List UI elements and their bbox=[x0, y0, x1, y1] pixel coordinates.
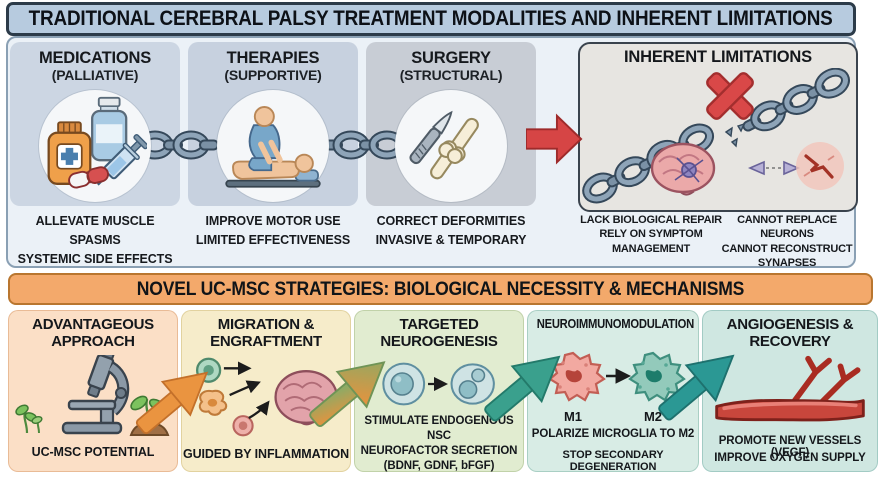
therapies-caption-line: IMPROVE MOTOR USE bbox=[205, 214, 341, 228]
teal-flow-arrow-icon bbox=[658, 354, 735, 421]
strategy-caption: GUIDED BY INFLAMMATION bbox=[182, 447, 350, 461]
microscope-icon bbox=[15, 355, 170, 436]
brain-icon bbox=[650, 142, 716, 196]
medications-caption-line: ALLEVATE MUSCLE SPASMS bbox=[35, 214, 155, 247]
synapse-gap-icon bbox=[747, 160, 801, 176]
nsc-cells-icon bbox=[382, 362, 495, 406]
surgery-panel: SURGERY (STRUCTURAL) bbox=[366, 42, 536, 206]
strategy-title: ADVANTAGEOUS APPROACH bbox=[32, 316, 154, 350]
teal-flow-arrow-icon bbox=[484, 355, 561, 422]
limitations-caption-left: LACK BIOLOGICAL REPAIR RELY ON SYMPTOM M… bbox=[580, 213, 722, 256]
inherent-limitations-panel: INHERENT LIMITATIONS bbox=[578, 42, 858, 212]
therapy-icon bbox=[217, 90, 329, 202]
medications-subtitle: (PALLIATIVE) bbox=[51, 67, 139, 84]
medications-title: MEDICATIONS bbox=[38, 49, 152, 67]
m1-label: M1 bbox=[563, 409, 583, 424]
strategy-caption-line: NEUROFACTOR SECRETION bbox=[360, 444, 518, 457]
strategy-caption: IMPROVE OXYGEN SUPPLY bbox=[714, 452, 866, 464]
limitations-caption-line: LACK BIOLOGICAL REPAIR bbox=[580, 214, 722, 226]
limitations-caption-line: RELY ON SYMPTOM MANAGEMENT bbox=[599, 228, 703, 255]
top-section-title-text: TRADITIONAL CEREBRAL PALSY TREATMENT MOD… bbox=[29, 7, 833, 30]
blood-vessel-icon bbox=[715, 355, 865, 422]
surgery-caption-line: CORRECT DEFORMITIES bbox=[376, 214, 526, 228]
surgery-subtitle: (STRUCTURAL) bbox=[399, 67, 503, 84]
angiogenesis-recovery-panel: ANGIOGENESIS & RECOVERY PROMOTE NEW VESS… bbox=[702, 310, 878, 472]
strategy-title: MIGRATION & ENGRAFTMENT bbox=[210, 316, 322, 350]
red-x-icon bbox=[706, 72, 754, 120]
medications-icon bbox=[39, 90, 151, 202]
targeted-neurogenesis-panel: TARGETED NEUROGENESIS STIMULATE ENDOGENO… bbox=[354, 310, 524, 472]
strategy-title: ANGIOGENESIS & RECOVERY bbox=[726, 316, 854, 350]
limitations-title: INHERENT LIMITATIONS bbox=[624, 48, 812, 66]
bottom-section-title: NOVEL UC-MSC STRATEGIES: BIOLOGICAL NECE… bbox=[8, 273, 873, 305]
surgery-icon bbox=[395, 90, 507, 202]
therapies-caption-line: LIMITED EFFECTIVENESS bbox=[195, 232, 351, 247]
physical-therapy-icon bbox=[225, 106, 321, 188]
scar-icon bbox=[796, 142, 844, 190]
surgery-caption-line: INVASIVE & TEMPORARY bbox=[375, 232, 527, 247]
limitations-caption-line: CANNOT RECONSTRUCT SYNAPSES bbox=[721, 242, 853, 269]
m1-m2-cells-icon bbox=[548, 351, 686, 402]
advantageous-approach-panel: ADVANTAGEOUS APPROACH bbox=[8, 310, 178, 472]
neuroimmunomodulation-panel: NEUROIMMUNOMODULATION M1 M2 POLARIZE MIC… bbox=[527, 310, 699, 473]
strategy-caption: POLARIZE MICROGLIA TO M2 bbox=[531, 428, 695, 440]
therapies-caption: IMPROVE MOTOR USE LIMITED EFFECTIVENESS bbox=[188, 212, 358, 250]
strategy-caption: STIMULATE ENDOGENOUS NSC NEUROFACTOR SEC… bbox=[355, 414, 523, 474]
strategy-caption: UC-MSC POTENTIAL bbox=[31, 445, 155, 459]
chain-link-icon bbox=[143, 128, 219, 162]
broken-chain-icon bbox=[580, 68, 853, 206]
strategy-title: NEUROIMMUNOMODULATION bbox=[528, 317, 698, 331]
therapies-title: THERAPIES bbox=[226, 49, 320, 67]
orange-flow-arrow-icon bbox=[135, 371, 209, 435]
surgery-caption: CORRECT DEFORMITIES INVASIVE & TEMPORARY bbox=[366, 212, 536, 250]
therapies-subtitle: (SUPPORTIVE) bbox=[224, 67, 322, 84]
top-section-title: TRADITIONAL CEREBRAL PALSY TREATMENT MOD… bbox=[6, 2, 856, 36]
orange-green-flow-arrow-icon bbox=[309, 361, 386, 427]
medications-caption-line: SYSTEMIC SIDE EFFECTS bbox=[17, 251, 173, 266]
red-arrow-icon bbox=[526, 113, 583, 165]
surgery-title: SURGERY bbox=[411, 49, 491, 67]
pill-bottle-syringe-icon bbox=[47, 96, 147, 189]
m2-label: M2 bbox=[643, 409, 663, 424]
limitations-caption-right: CANNOT REPLACE NEURONS CANNOT RECONSTRUC… bbox=[716, 213, 858, 270]
therapies-panel: THERAPIES (SUPPORTIVE) bbox=[188, 42, 358, 206]
medications-panel: MEDICATIONS (PALLIATIVE) bbox=[10, 42, 180, 206]
bottom-section-title-text: NOVEL UC-MSC STRATEGIES: BIOLOGICAL NECE… bbox=[136, 277, 745, 300]
migration-engraftment-panel: MIGRATION & ENGRAFTMENT GUIDED BY INFLAM… bbox=[181, 310, 351, 472]
medications-caption: ALLEVATE MUSCLE SPASMS SYSTEMIC SIDE EFF… bbox=[10, 212, 180, 268]
strategy-caption: PROMOTE NEW VESSELS (VEGF) bbox=[718, 435, 862, 459]
strategy-title: TARGETED NEUROGENESIS bbox=[380, 316, 498, 350]
limitations-caption-line: CANNOT REPLACE NEURONS bbox=[737, 214, 837, 241]
scalpel-joint-icon bbox=[409, 110, 479, 180]
strategy-caption-line: (BDNF, GDNF, bFGF) bbox=[383, 459, 495, 472]
chain-link-icon bbox=[323, 128, 401, 162]
strategy-title-text: NEUROIMMUNOMODULATION bbox=[536, 317, 695, 331]
strategy-caption-line: STIMULATE ENDOGENOUS NSC bbox=[364, 415, 514, 442]
strategy-caption: STOP SECONDARY DEGENERATION bbox=[562, 449, 664, 473]
